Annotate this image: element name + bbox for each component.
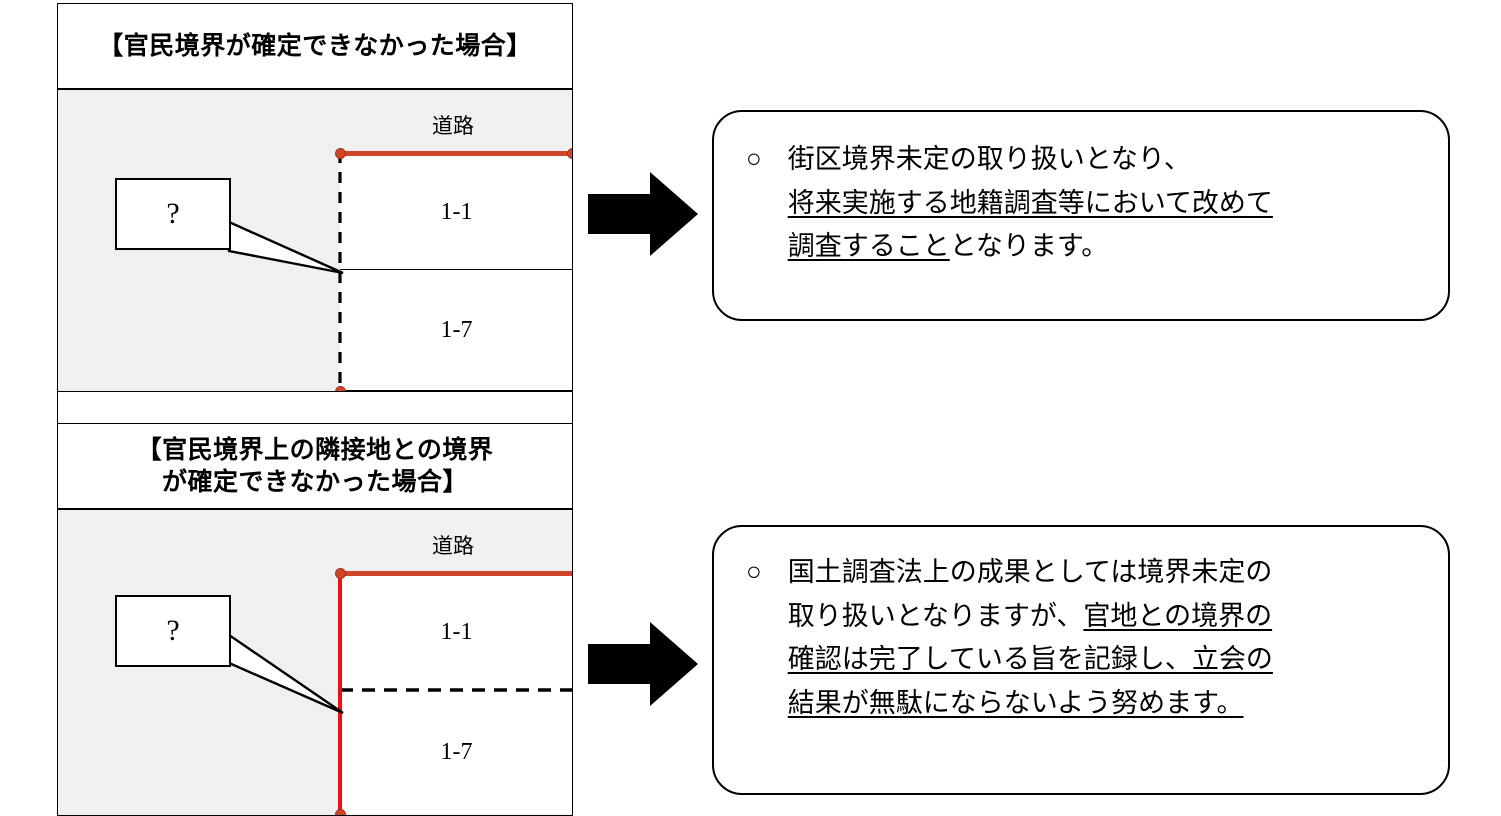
right-arrow-icon xyxy=(588,622,698,706)
question-callout-box: ? xyxy=(115,178,231,250)
boundary-vertex-dot xyxy=(335,809,346,815)
note-line-plain: となります。 xyxy=(949,231,1109,262)
road-label: 道路 xyxy=(432,114,474,138)
circle-bullet-icon: ○ xyxy=(746,557,762,586)
parcel-1-1-label: 1-1 xyxy=(440,198,473,225)
parcel-1-1: 1-1 xyxy=(340,155,572,270)
confirmed-horizontal-boundary-orange xyxy=(340,151,572,156)
case-1-title: 【官民境界が確定できなかった場合】 xyxy=(57,3,573,89)
case-2-diagram: 道路 1-1 1-7 ? xyxy=(57,509,573,816)
diagram-table: 【官民境界が確定できなかった場合】 道路 1-1 1-7 xyxy=(57,3,573,816)
case-2-title-line-2: が確定できなかった場合】 xyxy=(161,467,468,496)
parcel-1-7-label: 1-7 xyxy=(440,738,473,765)
case-2-note: ○ 国土調査法上の成果としては境界未定の 取り扱いとなりますが、官地との境界の … xyxy=(712,525,1450,795)
parcel-1-7: 1-7 xyxy=(340,690,572,814)
road-label: 道路 xyxy=(432,534,474,558)
boundary-vertex-dot xyxy=(567,148,572,159)
note-line-plain: 取り扱いとなりますが、 xyxy=(787,600,1084,631)
parcel-1-1: 1-1 xyxy=(340,575,572,690)
parcel-1-7: 1-7 xyxy=(340,270,572,391)
circle-bullet-icon: ○ xyxy=(746,144,762,173)
boundary-vertex-dot xyxy=(335,148,346,159)
note-line-underlined: 結果が無駄にならないよう努めます。 xyxy=(787,688,1244,719)
unconfirmed-neighbour-boundary-dashed xyxy=(340,688,572,692)
note-line-underlined: 将来実施する地籍調査等において改めて xyxy=(787,187,1273,218)
note-line-underlined: 確認は完了している旨を記録し、立会の xyxy=(787,644,1273,675)
note-line-plain: 街区境界未定の取り扱いとなり、 xyxy=(787,144,1191,174)
case-1-diagram: 道路 1-1 1-7 ? xyxy=(57,89,573,392)
note-line-plain: 国土調査法上の成果としては境界未定の xyxy=(787,557,1273,587)
boundary-vertex-dot xyxy=(335,386,346,391)
note-line-underlined: 調査すること xyxy=(787,231,950,262)
case-1-note: ○ 街区境界未定の取り扱いとなり、 将来実施する地籍調査等において改めて 調査す… xyxy=(712,110,1450,321)
confirmed-horizontal-boundary-orange xyxy=(340,571,572,576)
question-callout-box: ? xyxy=(115,595,231,667)
case-2-title: 【官民境界上の隣接地との境界 が確定できなかった場合】 xyxy=(57,423,573,509)
question-mark-label: ? xyxy=(166,614,180,647)
table-spacer-row xyxy=(57,392,573,423)
right-arrow-icon xyxy=(588,172,698,256)
parcel-1-7-label: 1-7 xyxy=(440,316,473,343)
case-2-note-text: 国土調査法上の成果としては境界未定の 取り扱いとなりますが、官地との境界の 確認… xyxy=(788,551,1426,726)
question-mark-label: ? xyxy=(166,197,180,230)
parcel-1-1-label: 1-1 xyxy=(440,619,473,645)
note-line-underlined: 官地との境界の xyxy=(1083,600,1273,631)
boundary-vertex-dot xyxy=(335,568,346,579)
case-1-note-text: 街区境界未定の取り扱いとなり、 将来実施する地籍調査等において改めて 調査するこ… xyxy=(788,138,1426,269)
case-1-title-text: 【官民境界が確定できなかった場合】 xyxy=(98,30,532,60)
case-2-title-line-1: 【官民境界上の隣接地との境界 xyxy=(136,434,494,464)
confirmed-vertical-boundary-red xyxy=(338,573,342,815)
